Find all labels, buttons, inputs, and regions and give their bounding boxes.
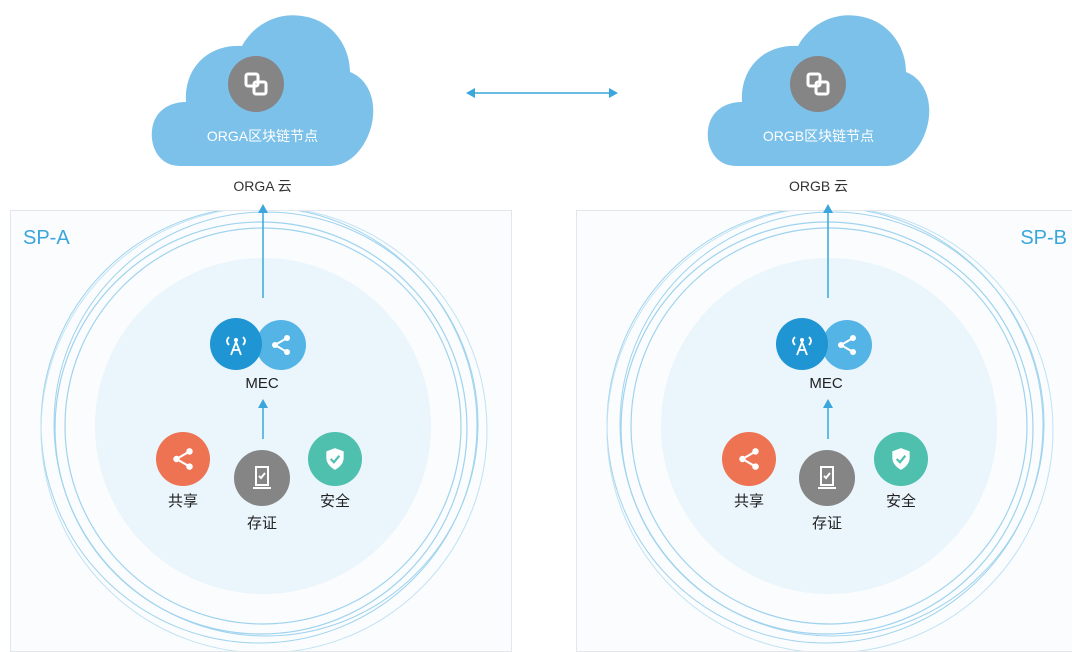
panel-sp-b: SP-B <box>576 210 1072 652</box>
cloud-orgb: ORGB区块链节点 <box>706 8 931 170</box>
service-label-security: 安全 <box>319 493 350 510</box>
blockchain-node-icon <box>228 56 284 112</box>
evidence-icon <box>799 450 855 506</box>
mec-label: MEC <box>245 375 279 392</box>
uplink-arrow <box>258 204 268 298</box>
shield-check-icon <box>308 432 362 486</box>
mec-label: MEC <box>809 375 843 392</box>
service-label-evidence: 存证 <box>811 515 842 532</box>
mec-uplink-arrow <box>258 399 268 439</box>
uplink-arrow <box>823 204 833 298</box>
cloud-node-label: ORGA区块链节点 <box>206 128 319 144</box>
cloud-caption-orga: ORGA 云 <box>233 178 292 194</box>
blockchain-node-icon <box>790 56 846 112</box>
service-label-security: 安全 <box>885 493 916 510</box>
antenna-icon <box>210 318 262 370</box>
cloud-orga: ORGA区块链节点 <box>150 8 375 170</box>
service-label-share: 共享 <box>167 493 198 510</box>
panel-title: SP-B <box>1020 227 1067 249</box>
mec-share-icon <box>822 320 872 370</box>
share-icon <box>156 432 210 486</box>
evidence-icon <box>234 450 290 506</box>
cloud-caption-orgb: ORGB 云 <box>788 178 849 194</box>
bidirectional-arrow <box>466 88 618 98</box>
share-icon <box>722 432 776 486</box>
cloud-node-label: ORGB区块链节点 <box>762 128 875 144</box>
antenna-icon <box>776 318 828 370</box>
service-label-share: 共享 <box>733 493 764 510</box>
mec-uplink-arrow <box>823 399 833 439</box>
shield-check-icon <box>874 432 928 486</box>
panel-title: SP-A <box>23 227 70 249</box>
service-label-evidence: 存证 <box>246 515 277 532</box>
mec-share-icon <box>256 320 306 370</box>
